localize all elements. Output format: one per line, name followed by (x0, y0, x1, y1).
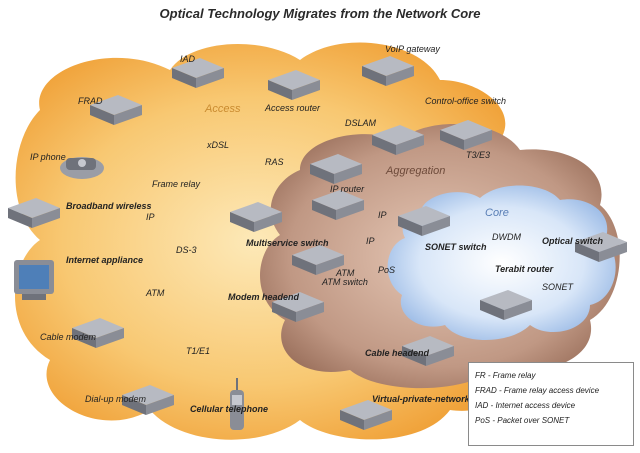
label-cable-modem: Cable modem (40, 332, 97, 342)
ip-phone-device (60, 157, 104, 179)
legend-box: FR - Frame relay FRAD - Frame relay acce… (468, 362, 634, 446)
label-access-router: Access router (264, 103, 321, 113)
legend-item: PoS - Packet over SONET (475, 416, 570, 425)
label-atm-switch: ATM switch (321, 277, 368, 287)
label-frad: FRAD (78, 96, 103, 106)
link-ds3: DS-3 (176, 245, 197, 255)
label-ras: RAS (265, 157, 284, 167)
link-pos: PoS (378, 265, 395, 275)
label-dialup-modem: Dial-up modem (85, 394, 147, 404)
label-ip-phone: IP phone (30, 152, 66, 162)
label-broadband-wireless: Broadband wireless (66, 201, 152, 211)
zone-label-aggregation: Aggregation (385, 165, 445, 177)
legend-item: FRAD - Frame relay access device (475, 386, 600, 395)
legend-item: FR - Frame relay (475, 371, 536, 380)
label-sonet-switch: SONET switch (425, 242, 487, 252)
link-ip-2: IP (378, 210, 387, 220)
link-frame-relay: Frame relay (152, 179, 201, 189)
zone-label-core: Core (485, 207, 509, 219)
link-ip: IP (146, 212, 155, 222)
label-dslam: DSLAM (345, 118, 377, 128)
label-ip-router: IP router (330, 184, 365, 194)
label-optical-switch: Optical switch (542, 236, 604, 246)
label-voip-gateway: VoIP gateway (385, 44, 440, 54)
link-xdsl: xDSL (206, 140, 229, 150)
label-cable-headend: Cable headend (365, 348, 430, 358)
label-multiservice-switch: Multiservice switch (246, 238, 329, 248)
label-control-office-switch: Control-office switch (425, 96, 506, 106)
link-dwdm: DWDM (492, 232, 521, 242)
zone-label-access: Access (204, 103, 241, 115)
label-cellular-telephone: Cellular telephone (190, 404, 268, 414)
label-vpn-gateway: Virtual-private-network gateway (372, 394, 509, 404)
label-modem-headend: Modem headend (228, 292, 300, 302)
label-internet-appliance: Internet appliance (66, 255, 143, 265)
label-terabit-router: Terabit router (495, 264, 554, 274)
legend-item: IAD - Internet access device (475, 401, 576, 410)
link-t3e3: T3/E3 (466, 150, 490, 160)
link-t1e1: T1/E1 (186, 346, 210, 356)
cellular-telephone-device (230, 378, 244, 430)
link-ip-3: IP (366, 236, 375, 246)
label-iad: IAD (180, 54, 196, 64)
internet-appliance-device (14, 260, 54, 300)
link-atm: ATM (145, 288, 165, 298)
link-sonet: SONET (542, 282, 575, 292)
link-atm-2: ATM (335, 268, 355, 278)
diagram-title: Optical Technology Migrates from the Net… (159, 6, 481, 21)
